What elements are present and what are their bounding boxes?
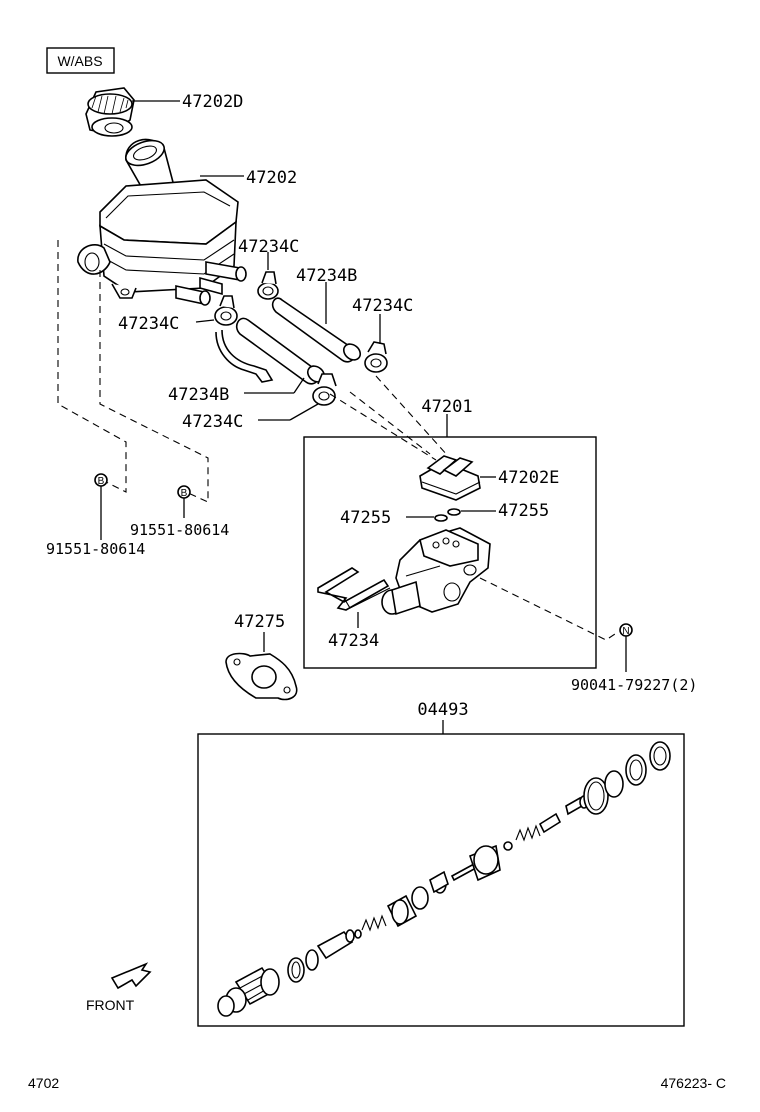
part-number-clip-far-right: 47234C	[352, 296, 413, 316]
master-cylinder-frame	[303, 436, 597, 669]
footer-right-code: 476223- C	[661, 1075, 726, 1091]
part-number-hose-lower: 47234B	[168, 385, 229, 405]
reservoir-cap-drawing	[85, 87, 135, 137]
svg-text:B: B	[181, 488, 188, 499]
svg-text:N: N	[622, 626, 629, 637]
part-number-washer-left: 47255	[340, 508, 391, 528]
brake-pipe-drawing	[317, 567, 391, 611]
hose-upper	[271, 297, 362, 363]
part-number-reservoir: 47202	[246, 168, 297, 188]
hose-clip-upper	[257, 271, 279, 300]
part-number-clip-lower: 47234C	[182, 412, 243, 432]
part-number-washer-right: 47255	[498, 501, 549, 521]
master-cylinder-body	[381, 527, 491, 616]
svg-text:B: B	[98, 476, 105, 487]
repair-kit-frame	[197, 733, 685, 1027]
part-number-pipe: 47234	[328, 631, 379, 651]
gasket-drawing	[225, 652, 298, 701]
variant-label: W/ABS	[57, 53, 102, 69]
part-number-bolt-right: 91551-80614	[130, 521, 229, 539]
part-number-nut: 90041-79227(2)	[571, 676, 697, 694]
part-number-grommet: 47202E	[498, 468, 559, 488]
part-number-clip-upper: 47234C	[238, 237, 299, 257]
reservoir-drawing	[77, 138, 247, 306]
part-number-hose-upper: 47234B	[296, 266, 357, 286]
front-arrow-icon	[110, 962, 152, 990]
part-number-bolt-left: 91551-80614	[46, 540, 145, 558]
hose-clip-far-right	[364, 341, 388, 373]
footer-left-code: 4702	[28, 1075, 59, 1091]
bolt-marker-right: B	[177, 485, 191, 499]
grommet-drawing	[419, 455, 481, 501]
bolt-marker-left: B	[94, 473, 108, 487]
variant-label-box: W/ABS	[46, 47, 115, 74]
part-number-gasket: 47275	[234, 612, 285, 632]
washer-right	[447, 508, 461, 516]
washer-left	[434, 514, 448, 522]
part-number-repair-kit: 04493	[417, 700, 468, 720]
repair-kit-parts	[217, 741, 671, 1017]
hose-clip-lower	[312, 373, 337, 406]
nut-marker: N	[619, 623, 633, 637]
front-label: FRONT	[86, 997, 135, 1013]
part-number-master-cylinder: 47201	[421, 397, 472, 417]
part-number-clip-left: 47234C	[118, 314, 179, 334]
part-number-cap: 47202D	[182, 92, 243, 112]
hose-clip-left	[214, 295, 238, 326]
